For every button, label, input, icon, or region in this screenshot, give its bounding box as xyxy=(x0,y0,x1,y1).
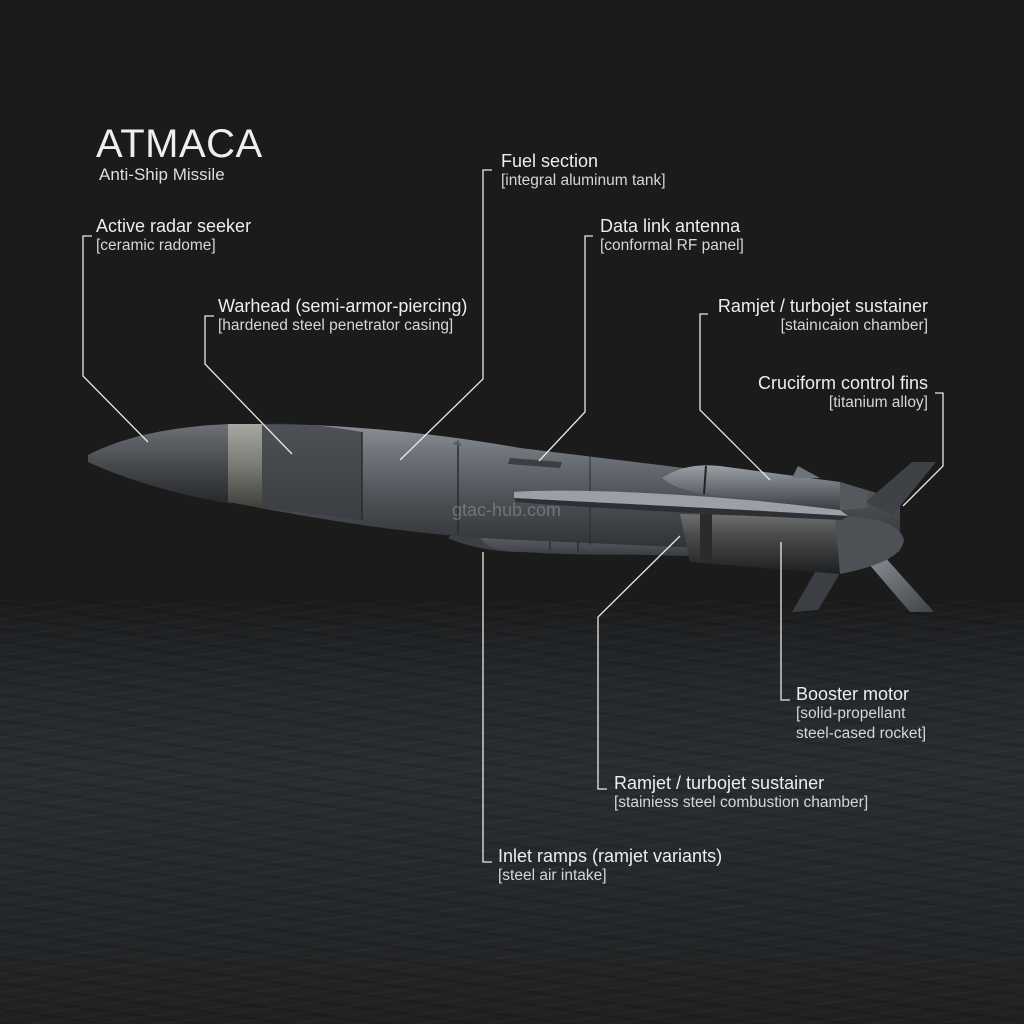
page-subtitle: Anti-Ship Missile xyxy=(99,165,225,184)
callout-name: Inlet ramps (ramjet variants) xyxy=(498,846,723,866)
side-strake xyxy=(514,490,848,520)
sea-waves xyxy=(0,600,1024,1024)
leader-line-seeker xyxy=(82,235,149,443)
callout-material: [steel air intake] xyxy=(498,867,607,884)
callout-name: Ramjet / turbojet sustainer xyxy=(614,773,825,793)
callout-name: Warhead (semi-armor-piercing) xyxy=(218,296,468,316)
leader-line-sustainer-top xyxy=(699,313,771,481)
callout-inlet: Inlet ramps (ramjet variants) [steel air… xyxy=(498,846,722,886)
callout-material: [stainıcaion chamber] xyxy=(780,317,928,334)
sustainer-pod xyxy=(662,465,868,510)
page-title: ATMACA xyxy=(96,122,263,166)
callout-name: Data link antenna xyxy=(600,216,741,236)
watermark: gtac-hub.com xyxy=(452,500,562,520)
booster-section xyxy=(680,514,904,574)
leader-line-datalink xyxy=(538,235,593,462)
callout-datalink: Data link antenna [conformal RF panel] xyxy=(600,216,744,256)
callout-seeker: Active radar seeker [ceramic radome] xyxy=(96,216,251,256)
callout-name: Ramjet / turbojet sustainer xyxy=(717,296,928,316)
callout-material: [titanium alloy] xyxy=(828,394,928,411)
callout-material-line2: steel-cased rocket] xyxy=(796,725,927,742)
callout-sustainer-top: Ramjet / turbojet sustainer [stainıcaion… xyxy=(718,296,928,336)
callout-booster: Booster motor [solid-propellant steel-ca… xyxy=(796,684,926,744)
callout-material: [hardened steel penetrator casing] xyxy=(218,317,454,334)
callout-warhead: Warhead (semi-armor-piercing) [hardened … xyxy=(218,296,467,336)
leader-line-fuel xyxy=(399,169,492,461)
callout-name: Active radar seeker xyxy=(96,216,252,236)
callout-material: [ceramic radome] xyxy=(96,237,216,254)
sea-background xyxy=(0,600,1024,1024)
callout-fins: Cruciform control fins [titanium alloy] xyxy=(758,373,928,413)
callout-material: [stainiess steel combustion chamber] xyxy=(614,794,869,811)
upper-fins xyxy=(866,462,936,516)
leader-line-sustainer-bottom xyxy=(597,535,681,790)
callout-name: Cruciform control fins xyxy=(757,373,928,393)
callout-material-line1: [solid-propellant xyxy=(796,705,906,722)
leader-line-inlet xyxy=(482,552,492,863)
callout-sustainer-bottom: Ramjet / turbojet sustainer [stainiess s… xyxy=(614,773,868,813)
leader-line-booster xyxy=(780,542,790,701)
callout-name: Booster motor xyxy=(796,684,910,704)
leader-line-fins xyxy=(902,392,944,507)
leader-lines xyxy=(82,169,944,863)
callout-material: [integral aluminum tank] xyxy=(501,172,666,189)
callout-name: Fuel section xyxy=(501,151,599,171)
leader-line-warhead xyxy=(204,315,293,455)
callout-material: [conformal RF panel] xyxy=(600,237,744,254)
callout-fuel: Fuel section [integral aluminum tank] xyxy=(501,151,666,191)
